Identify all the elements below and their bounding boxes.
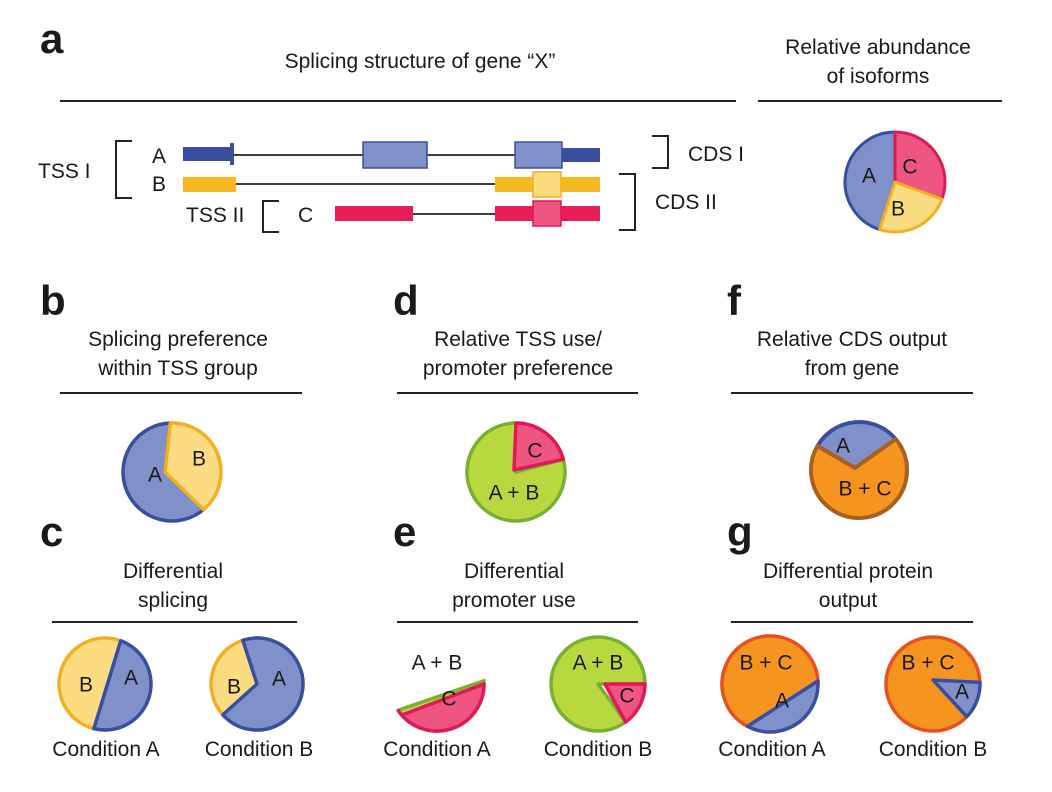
panel-e-title-line1: Differential [464, 560, 564, 583]
panel-g-a-label-a: A [775, 690, 789, 713]
isoform-a-start [230, 143, 234, 165]
abundance-label-c: C [902, 156, 917, 179]
panel-g-pie-b: B + CA [884, 635, 982, 733]
panel-d-slice-ab [465, 421, 567, 523]
panel-g-a-slice-a [745, 679, 820, 734]
panel-g-title-line1: Differential protein [763, 560, 933, 583]
panel-e-pie-a: A + B C [396, 652, 486, 733]
isoform-b-label: B [152, 173, 166, 196]
abundance-title-line1: Relative abundance [785, 36, 971, 59]
panel-b-slice-b [163, 421, 223, 512]
panel-b-letter: b [40, 277, 66, 324]
abundance-slice-c [893, 130, 947, 201]
panel-e-title-line2: promoter use [452, 589, 576, 612]
isoform-b-exon1 [183, 177, 236, 192]
panel-d-title-line2: promoter preference [423, 357, 613, 380]
panel-f-letter: f [727, 277, 742, 324]
isoform-c-label: C [298, 204, 313, 227]
panel-f-label-bc: B + C [838, 478, 891, 501]
panel-e-condition-a: Condition A [383, 738, 490, 761]
cds2-label: CDS II [655, 191, 717, 214]
cds1-label: CDS I [688, 143, 744, 166]
panel-e-pie-b: A + B C [549, 635, 647, 733]
panel-g-title-line2: output [819, 589, 878, 612]
panel-b-title-line2: within TSS group [97, 357, 258, 380]
panel-c-b-label-b: B [227, 676, 241, 699]
panel-b-title-line1: Splicing preference [88, 328, 268, 351]
panel-c-condition-a: Condition A [52, 738, 159, 761]
panel-g-a-slice-bc [720, 634, 820, 729]
isoform-a-utr5 [183, 147, 231, 161]
isoform-a-exon3-cds [514, 141, 563, 169]
panel-b-label-a: A [148, 464, 162, 487]
tss1-bracket [115, 140, 132, 199]
panel-e-b-slice-ab [549, 635, 647, 733]
panel-f-title-line2: from gene [805, 357, 900, 380]
panel-f-slice-bc [809, 437, 909, 520]
panel-c-b-slice-a [221, 636, 305, 732]
panel-g-condition-a: Condition A [718, 738, 825, 761]
panel-c-a-slice-b [57, 636, 123, 731]
panel-g-b-slice-a [931, 678, 982, 719]
abundance-label-b: B [891, 198, 905, 221]
panel-c-condition-b: Condition B [205, 738, 314, 761]
cds2-bracket [619, 173, 636, 231]
abundance-title-line2: of isoforms [827, 65, 930, 88]
abundance-slice-b [878, 180, 944, 234]
panel-g-b-label-a: A [955, 681, 969, 704]
abundance-label-a: A [862, 165, 876, 188]
panel-f-pie: A B + C [809, 420, 909, 520]
panel-e-b-label-ab: A + B [573, 652, 624, 675]
abundance-slice-a [843, 130, 897, 232]
panel-c-a-slice-a [92, 639, 153, 732]
panel-e-b-slice-c [603, 682, 647, 724]
tss2-label: TSS II [186, 204, 244, 227]
isoform-a-utr3 [562, 148, 600, 162]
panel-d-label-ab: A + B [489, 482, 540, 505]
isoform-b-cds [532, 171, 562, 198]
tss1-label: TSS I [38, 160, 91, 183]
panel-c-b-label-a: A [272, 668, 286, 691]
panel-b-label-b: B [192, 448, 206, 471]
panel-g-b-label-bc: B + C [901, 652, 954, 675]
panel-a-title: Splicing structure of gene “X” [285, 50, 556, 73]
panel-g-a-label-bc: B + C [739, 652, 792, 675]
panel-e-a-label-c: C [441, 688, 456, 711]
panel-b-pie: AB [121, 421, 223, 523]
panel-d-title-line1: Relative TSS use/ [434, 328, 602, 351]
panel-e-b-label-c: C [619, 685, 634, 708]
isoform-c-cds [532, 200, 562, 227]
panel-d-label-c: C [527, 440, 542, 463]
isoform-c-exon1 [335, 206, 413, 221]
isoform-a-exon2 [362, 141, 428, 169]
panel-c-a-label-a: A [124, 667, 138, 690]
cds1-bracket [652, 135, 669, 169]
panel-c-letter: c [40, 508, 63, 555]
panel-c-title-line1: Differential [123, 560, 223, 583]
panel-a-letter: a [40, 15, 64, 62]
panel-g-pie-a: B + C A [720, 634, 820, 734]
panel-d-slice-c [512, 421, 566, 472]
panel-c-a-label-b: B [79, 674, 93, 697]
panel-c-b-slice-b [209, 638, 259, 717]
panel-f-title-line1: Relative CDS output [757, 328, 947, 351]
panel-d-pie: A + B C [465, 421, 567, 523]
panel-e-letter: e [393, 508, 416, 555]
panel-c-title-line2: splicing [138, 589, 208, 612]
panel-e-condition-b: Condition B [544, 738, 653, 761]
panel-e-a-label-ab: A + B [412, 652, 463, 675]
panel-f-label-a: A [836, 435, 850, 458]
panel-g-condition-b: Condition B [879, 738, 988, 761]
abundance-pie: A CB [843, 130, 947, 234]
panel-g-letter: g [727, 508, 753, 555]
panel-d-letter: d [393, 277, 419, 324]
isoform-a-label: A [152, 145, 166, 168]
panel-e-a-slice-c [396, 682, 486, 733]
tss2-bracket [262, 200, 279, 233]
